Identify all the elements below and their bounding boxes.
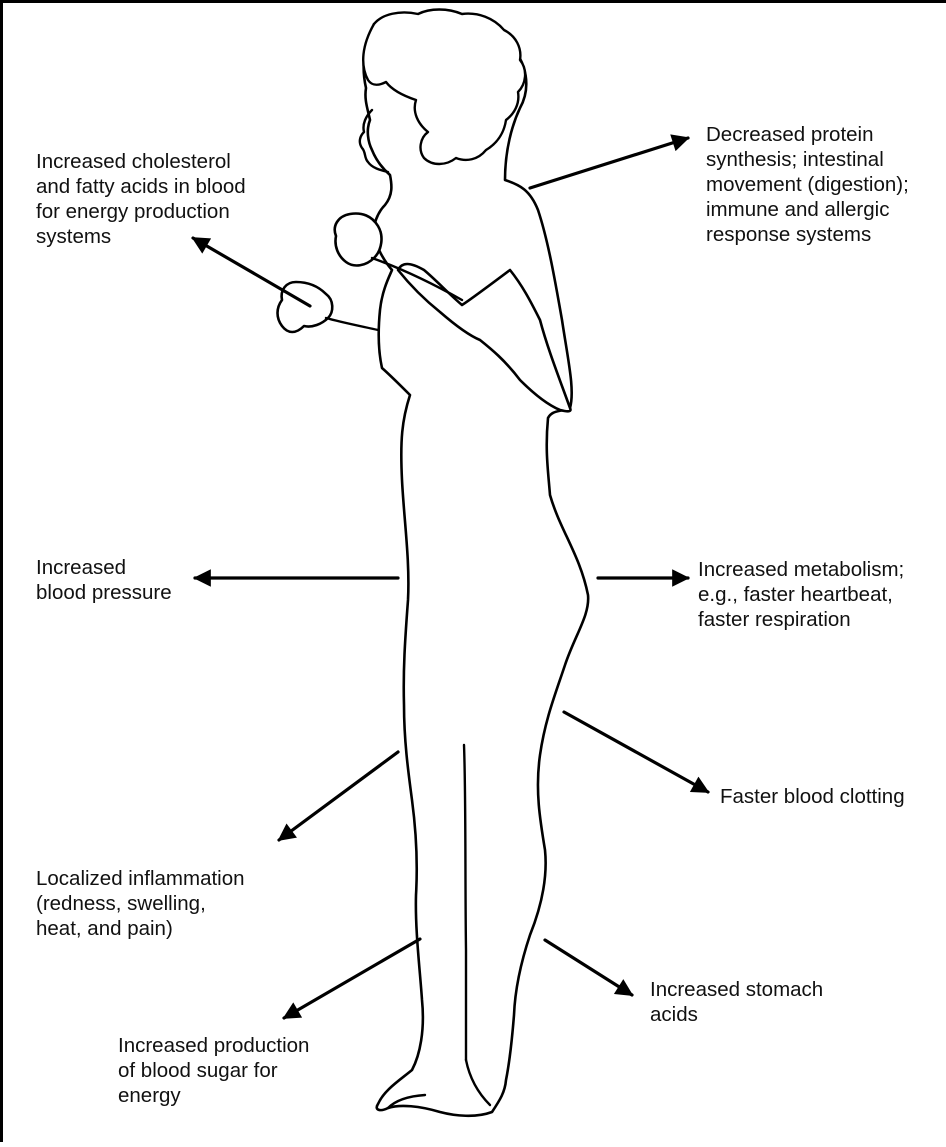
label-blood-pressure: Increased blood pressure (36, 555, 172, 605)
label-stomach-line: Increased stomach (650, 977, 823, 1002)
front-fist (278, 282, 333, 332)
label-clotting: Faster blood clotting (720, 784, 905, 809)
label-blood-sugar: Increased production of blood sugar for … (118, 1033, 309, 1108)
label-metabolism-line: e.g., faster heartbeat, (698, 582, 904, 607)
label-metabolism-line: faster respiration (698, 607, 904, 632)
label-clotting-line: Faster blood clotting (720, 784, 905, 809)
label-protein-line: response systems (706, 222, 909, 247)
front-forearm-line (326, 318, 378, 330)
label-cholesterol: Increased cholesterol and fatty acids in… (36, 149, 246, 249)
label-inflammation: Localized inflammation (redness, swellin… (36, 866, 245, 941)
label-inflammation-line: Localized inflammation (36, 866, 245, 891)
arrow-clotting (564, 712, 708, 792)
label-protein-line: movement (digestion); (706, 172, 909, 197)
label-cholesterol-line: for energy production (36, 199, 246, 224)
label-stomach: Increased stomach acids (650, 977, 823, 1027)
label-blood-sugar-line: energy (118, 1083, 309, 1108)
human-figure-outline (278, 10, 589, 1116)
label-blood-sugar-line: Increased production (118, 1033, 309, 1058)
label-protein-line: synthesis; intestinal (706, 147, 909, 172)
arrow-blood-sugar (284, 939, 420, 1018)
label-inflammation-line: heat, and pain) (36, 916, 245, 941)
label-cholesterol-line: Increased cholesterol (36, 149, 246, 174)
label-inflammation-line: (redness, swelling, (36, 891, 245, 916)
label-blood-pressure-line: blood pressure (36, 580, 172, 605)
label-protein-line: immune and allergic (706, 197, 909, 222)
label-metabolism: Increased metabolism; e.g., faster heart… (698, 557, 904, 632)
label-cholesterol-line: systems (36, 224, 246, 249)
arrow-stomach (545, 940, 632, 995)
label-stomach-line: acids (650, 1002, 823, 1027)
label-protein: Decreased protein synthesis; intestinal … (706, 122, 909, 247)
label-blood-sugar-line: of blood sugar for (118, 1058, 309, 1083)
arrow-protein (530, 138, 688, 188)
label-blood-pressure-line: Increased (36, 555, 172, 580)
label-cholesterol-line: and fatty acids in blood (36, 174, 246, 199)
arrow-inflammation (279, 752, 398, 840)
label-metabolism-line: Increased metabolism; (698, 557, 904, 582)
label-protein-line: Decreased protein (706, 122, 909, 147)
